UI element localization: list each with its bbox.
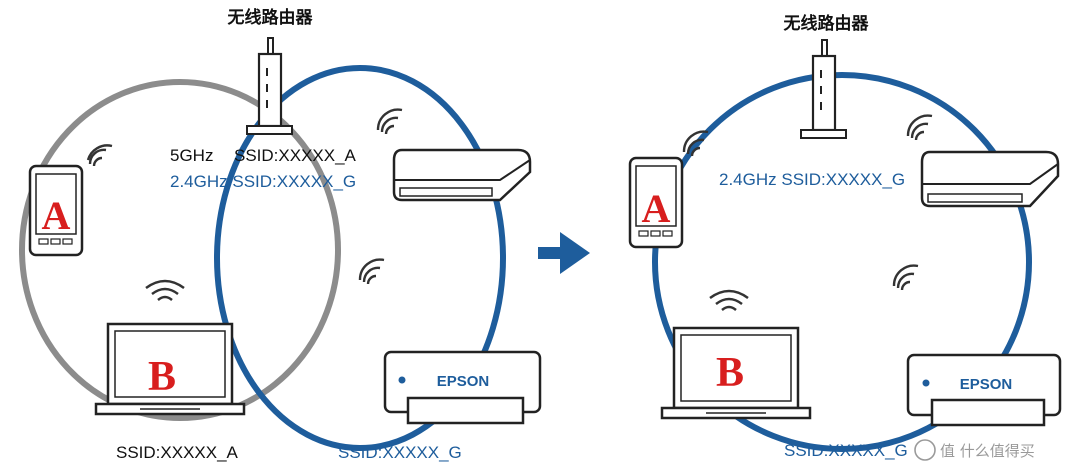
wifi-signal-icon [376, 108, 403, 135]
device-b-letter: B [716, 350, 744, 396]
left-panel: 无线路由器 5GHz SSID:XXXXX_A 2.4GHz SSID:XXXX… [19, 7, 542, 462]
device-a-letter: A [642, 186, 671, 231]
coverage-ring-24ghz [214, 65, 506, 451]
phone-icon [28, 164, 84, 257]
right-panel: 无线路由器 2.4GHz SSID:XXXXX_G A [628, 13, 1062, 460]
ssid-5ghz-label: SSID:XXXXX_A [234, 146, 357, 165]
laptop-icon [660, 326, 812, 420]
printer-icon [383, 350, 542, 425]
wifi-signal-icon [709, 289, 749, 311]
ssid-g-bottom-label: SSID:XXXXX_G [338, 443, 462, 462]
device-a-letter: A [42, 193, 71, 238]
ssid-24ghz-label: 2.4GHz SSID:XXXXX_G [719, 170, 905, 189]
laptop-icon [94, 322, 246, 416]
wifi-signal-icon [892, 264, 919, 291]
device-b-letter: B [148, 354, 176, 400]
epson-logo: EPSON [437, 373, 490, 390]
printer-icon [920, 150, 1060, 208]
watermark-text: 值 什么值得买 [940, 442, 1035, 460]
wifi-signal-icon [86, 144, 113, 167]
wifi-signal-icon [682, 130, 709, 157]
band-5ghz-label: 5GHz [170, 146, 213, 165]
ssid-24ghz-label: 2.4GHz SSID:XXXXX_G [170, 172, 356, 191]
coverage-ring-5ghz [19, 79, 341, 421]
router-label: 无线路由器 [783, 13, 870, 34]
epson-logo: EPSON [960, 376, 1013, 393]
wifi-signal-icon [358, 258, 385, 285]
printer-icon [392, 148, 532, 202]
router-icon [246, 37, 293, 135]
arrow-right-icon [538, 232, 590, 274]
watermark: 值 什么值得买 [914, 439, 1035, 461]
coverage-ring-24ghz [652, 72, 1032, 452]
router-label: 无线路由器 [227, 7, 314, 28]
wifi-signal-icon [906, 114, 933, 141]
ssid-a-bottom-label: SSID:XXXXX_A [116, 443, 239, 462]
printer-icon [906, 353, 1062, 427]
phone-icon [628, 156, 684, 249]
wifi-signal-icon [145, 279, 185, 301]
router-icon [800, 39, 847, 139]
ssid-g-bottom-label: SSID:XXXXX_G [784, 441, 908, 460]
